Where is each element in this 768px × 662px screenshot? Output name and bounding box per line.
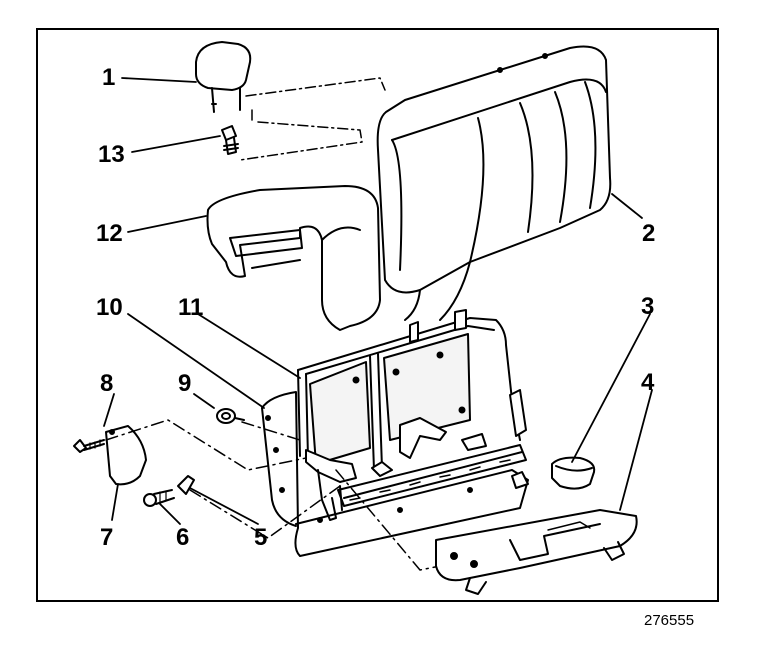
seat-riser-base — [435, 509, 638, 595]
callout-11: 11 — [178, 294, 204, 321]
callout-8: 8 — [100, 370, 114, 397]
foot-cap — [551, 456, 596, 490]
seat-hinge-mechanism — [305, 417, 529, 521]
head-restraint-guide — [221, 125, 239, 155]
seat-back-cushion — [376, 45, 612, 321]
hinge-cover — [105, 425, 147, 486]
headrest-leader-lines — [239, 77, 386, 161]
callout-2: 2 — [642, 220, 656, 247]
callout-4: 4 — [641, 369, 655, 396]
callout-6: 6 — [176, 524, 190, 551]
callout-12: 12 — [96, 220, 123, 247]
callout-7: 7 — [100, 524, 114, 551]
fastener-leader-lines — [105, 419, 441, 571]
track-clip — [177, 475, 195, 495]
armrest — [206, 185, 381, 331]
callout-5: 5 — [254, 524, 268, 551]
callout-13: 13 — [98, 141, 125, 168]
diagram-frame — [36, 28, 719, 602]
callout-1: 1 — [102, 64, 116, 91]
seat-pan-panel — [261, 391, 529, 557]
callout-3: 3 — [641, 293, 655, 320]
frame-nut — [216, 408, 245, 424]
callout-10: 10 — [96, 294, 123, 321]
callout-leaders — [103, 77, 653, 525]
cover-bolt — [73, 439, 105, 453]
figure-number: 276555 — [644, 612, 695, 629]
callout-9: 9 — [178, 370, 192, 397]
seat-frame — [297, 309, 527, 471]
track-bolt — [143, 489, 175, 507]
head-restraint — [195, 41, 252, 113]
